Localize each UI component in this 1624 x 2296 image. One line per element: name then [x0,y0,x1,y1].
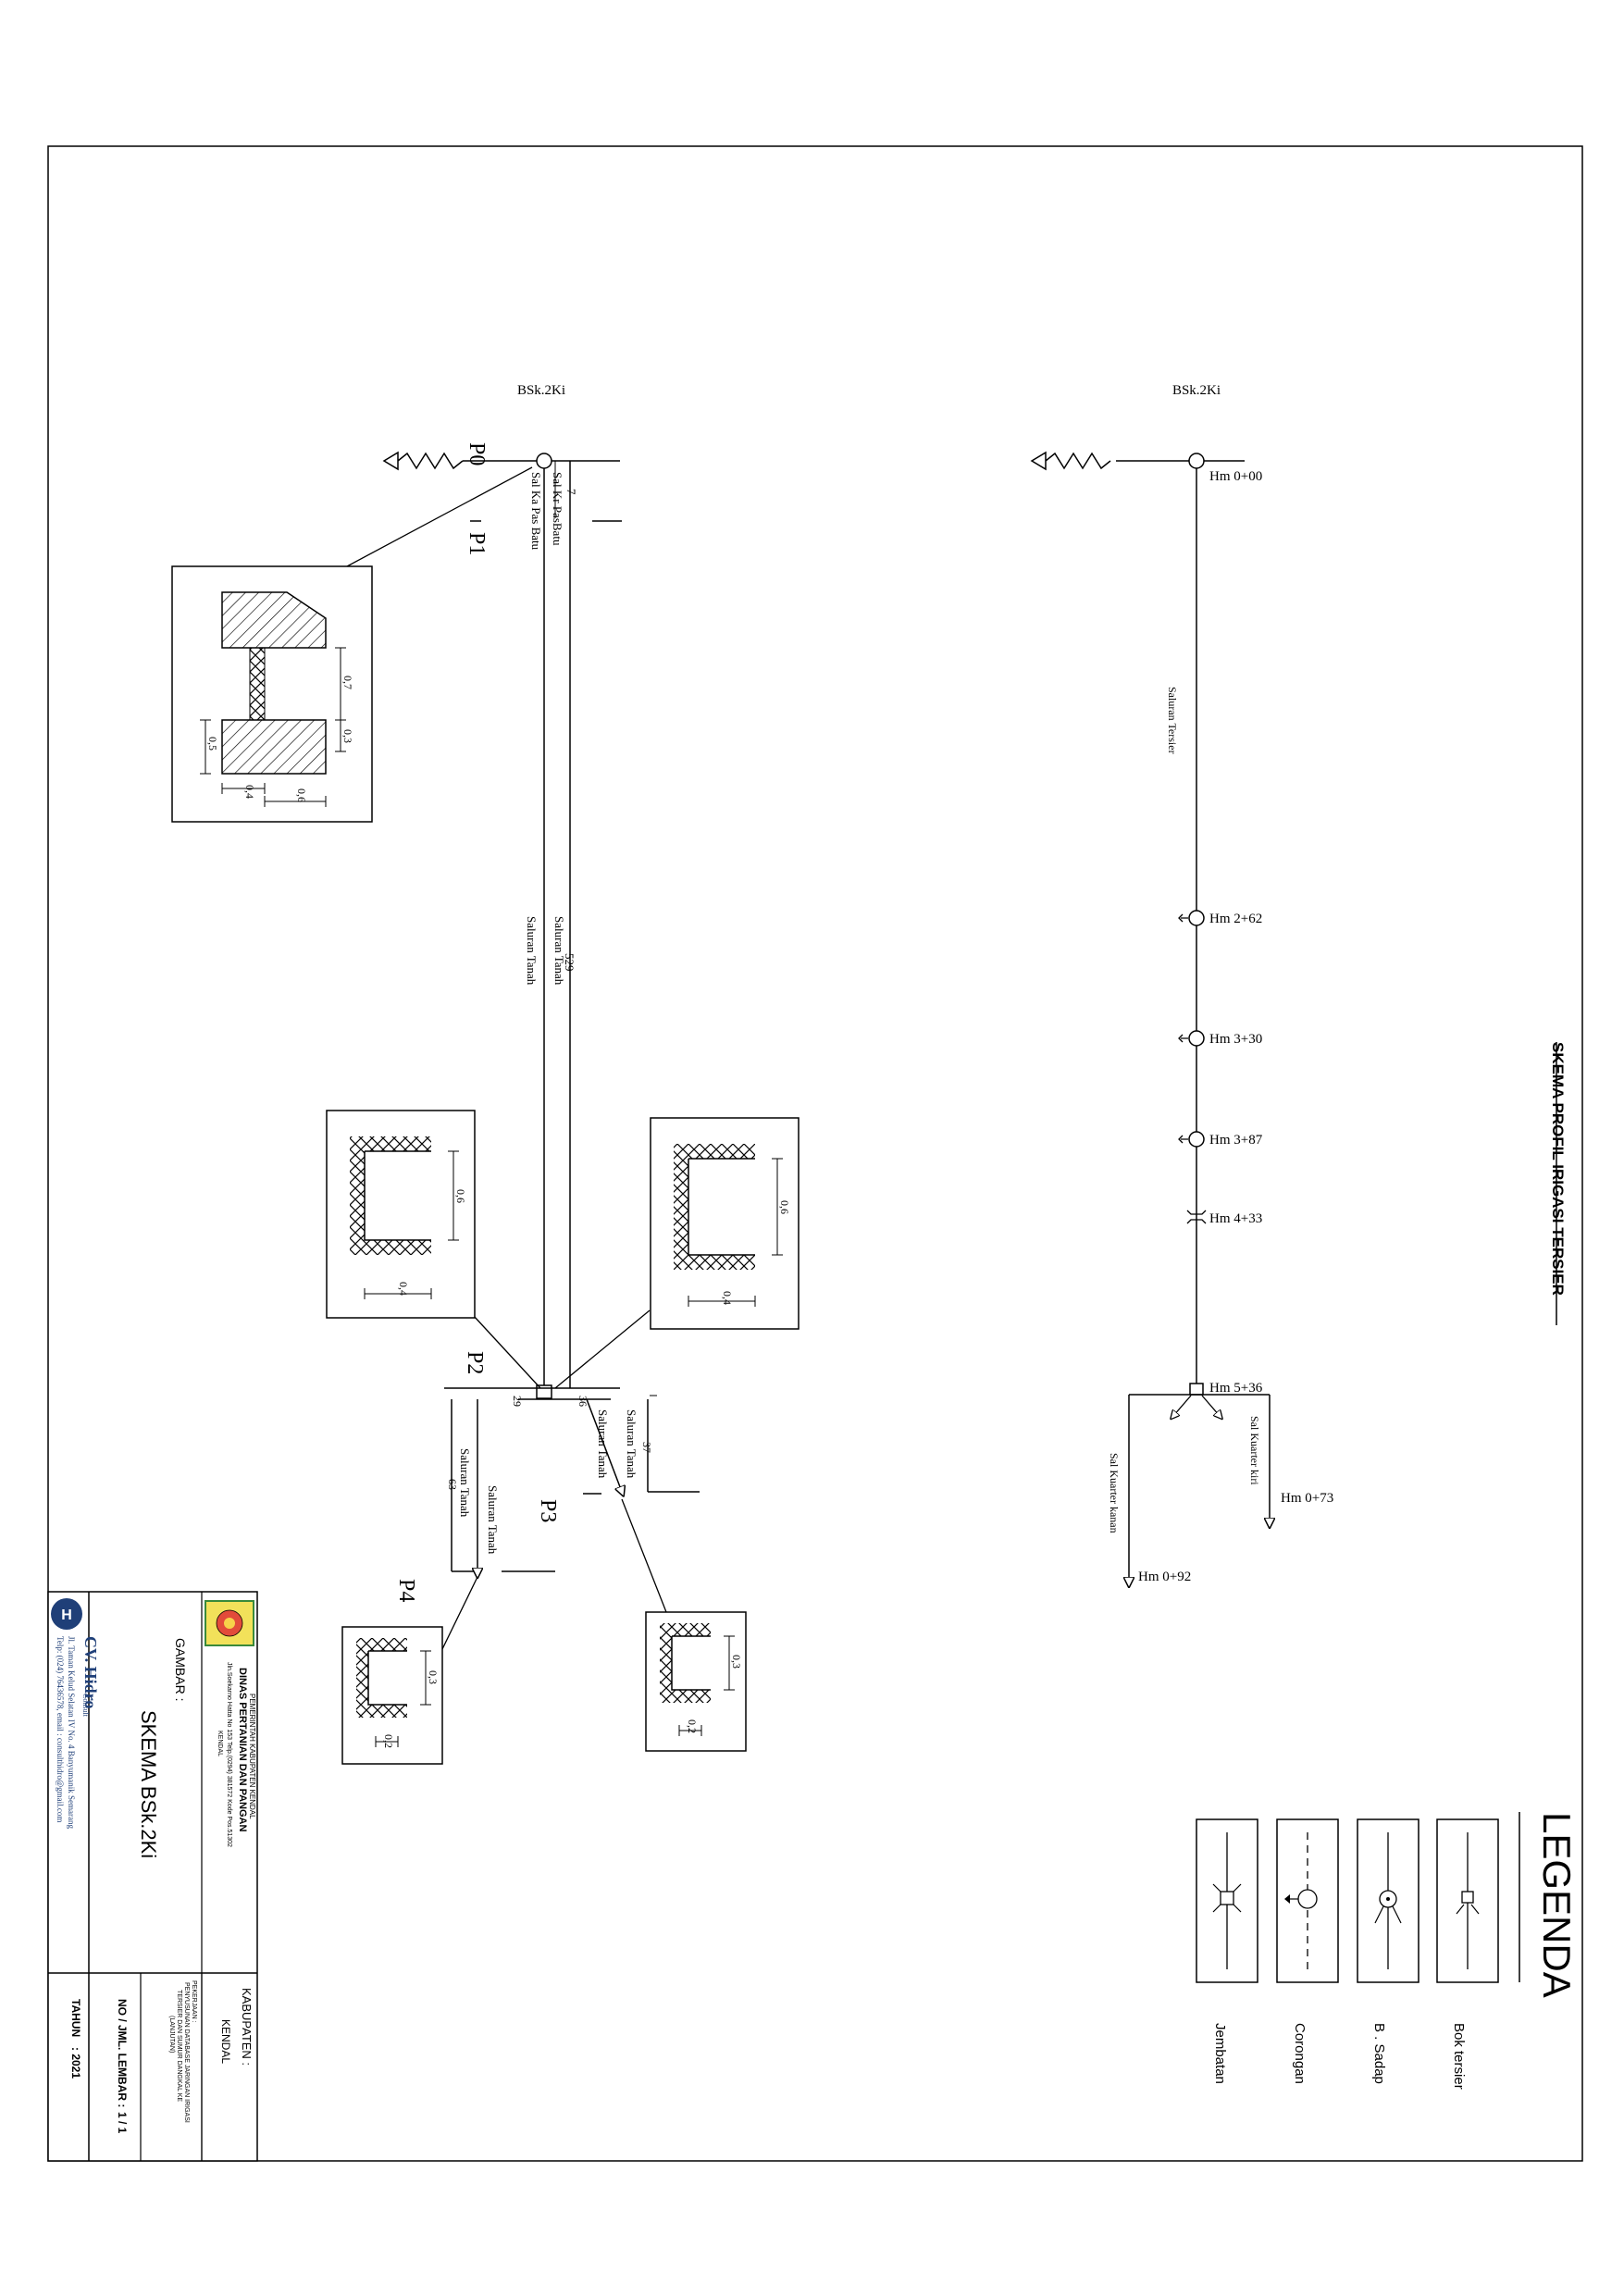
dim-s2-06: 0,6 [454,1189,467,1203]
label-saluran-tanah-4: Saluran Tanah [486,1485,500,1555]
left-schematic: BSk.2Ki P0 P1 P2 P3 P4 Sal Kr PasBatu Sa… [346,383,700,1650]
legend-corongan: Corongan [1292,2023,1308,2084]
pekerjaan-label: PEKERJAAN : [191,1980,197,2023]
point-p0: P0 [465,442,489,465]
agency-top: PEMERINTAH KABUPATEN KENDAL [248,1694,256,1819]
label-sal-kuarter-kiri: Sal Kuarter kiri [1248,1416,1261,1485]
kabupaten-label: KABUPATEN : [240,1988,254,2066]
point-p4: P4 [394,1579,418,1602]
label-sal-ka-pas-batu: Sal Ka Pas Batu [529,472,543,551]
gambar-value: SKEMA BSk.2Ki [137,1710,160,1858]
company-address: Jl. Taman Kelud Selatan IV No. 4 Banyuma… [67,1636,76,1829]
company-logo [51,1598,82,1630]
station-5-36: Hm 5+36 [1209,1381,1263,1396]
length-7: 7 [564,489,578,495]
legend-title: LEGENDA [1535,1812,1579,1998]
svg-text:H: H [61,1607,72,1623]
dim-s5-02: 0,2 [686,1719,699,1733]
agency-city: KENDAL [217,1731,223,1756]
company-sub: Consult [81,1694,90,1718]
agency-address: Jln.Soekarno Hatta No 153 Telp.(0294) 38… [226,1662,232,1847]
tahun-label: TAHUN [69,1999,82,2037]
intake-zigzag [382,451,464,471]
intake-node-icon [536,453,552,469]
label-saluran-tersier: Saluran Tersier [1166,687,1179,754]
intake-zigzag-right [1030,451,1111,471]
point-p2: P2 [463,1351,487,1374]
pekerjaan-line1: PENYUSUNAN DATABASE JARINGAN IRIGASI [183,1982,190,2123]
right-profile: BSk.2Ki Hm 0+00 Saluran Tersier Hm 2+62 … [1030,383,1333,1584]
pekerjaan-line2: TERSIER DAN SUMUR DANGKAL KE [176,1990,182,2102]
dim-s1-07: 0,7 [341,676,354,689]
station-0-00: Hm 0+00 [1209,469,1262,484]
legend: LEGENDA Bok tersier B . Sadap Corongan J [1196,1812,1579,2090]
legend-b-sadap: B . Sadap [1371,2023,1387,2084]
sheet-border [47,145,1583,2162]
left-title: BSk.2Ki [517,383,565,398]
label-sal-kuarter-kanan: Sal Kuarter kanan [1108,1453,1121,1533]
length-63: 63 [446,1479,459,1490]
gambar-label: GAMBAR : [173,1638,188,1701]
length-529: 529 [563,953,576,972]
station-2-62: Hm 2+62 [1209,912,1262,926]
dim-s1-05: 0,5 [206,737,219,751]
company-name: CV. Hidro [81,1636,100,1708]
label-saluran-tanah-2: Saluran Tanah [525,916,539,986]
station-0-92: Hm 0+92 [1138,1570,1191,1584]
length-36: 36 [576,1396,589,1407]
section-pasbatu: 0,7 0,3 0,5 0,4 0,6 [171,565,373,823]
label-sal-kr-pasbatu: Sal Kr PasBatu [551,472,564,546]
nojml-label: NO / JML. LEMBAR : [116,1999,129,2107]
company-contact: Telp: (024) 76436578, email : consulthid… [56,1636,65,1822]
dim-s2-04: 0,4 [397,1282,410,1296]
right-title-text: BSk.2Ki [1172,383,1221,398]
pekerjaan-line3: (LANJUTAN) [168,2016,175,2053]
tahun-value: : 2021 [69,2047,82,2079]
dim-s4-02: 0,2 [382,1734,395,1748]
dim-s3-06: 0,6 [778,1200,791,1214]
station-3-87: Hm 3+87 [1209,1133,1263,1148]
label-saluran-tanah-3: Saluran Tanah [458,1448,472,1518]
length-37: 37 [640,1442,653,1453]
dim-s5-03: 0,3 [730,1655,743,1669]
nojml-value: 1 / 1 [116,2112,129,2134]
section-saluran-tanah-a: 0,6 0,4 [326,1110,476,1319]
label-saluran-tanah-1: Saluran Tanah [552,916,566,986]
point-p1: P1 [465,532,489,555]
station-4-33: Hm 4+33 [1209,1211,1262,1226]
length-29: 29 [511,1396,524,1407]
legend-jembatan: Jembatan [1212,2023,1228,2084]
side-title: SKEMA PROFIL IRIGASI TERSIER [1549,1042,1567,1296]
dim-s3-04: 0,4 [721,1291,734,1305]
legend-bok-tersier: Bok tersier [1451,2023,1467,2090]
dim-s1-03: 0,3 [341,729,354,743]
dim-s1-06: 0,6 [295,788,308,802]
section-saluran-tanah-c: 0,3 0,2 [341,1626,443,1765]
label-saluran-tanah-6: Saluran Tanah [625,1409,638,1479]
point-p3: P3 [536,1499,560,1522]
station-0-73: Hm 0+73 [1281,1491,1333,1506]
dim-s4-03: 0,3 [427,1670,440,1684]
label-saluran-tanah-5: Saluran Tanah [596,1409,610,1479]
agency-name: DINAS PERTANIAN DAN PANGAN [237,1668,248,1831]
section-saluran-tanah-b: 0,6 0,4 [650,1117,800,1330]
station-3-30: Hm 3+30 [1209,1032,1262,1047]
section-saluran-tanah-d: 0,3 0,2 [645,1611,747,1752]
dim-s1-04: 0,4 [243,785,256,799]
kabupaten-value: KENDAL [219,2019,232,2064]
title-block: H CV. Hidro Consult Jl. Taman Kelud Sela… [47,1591,258,2162]
